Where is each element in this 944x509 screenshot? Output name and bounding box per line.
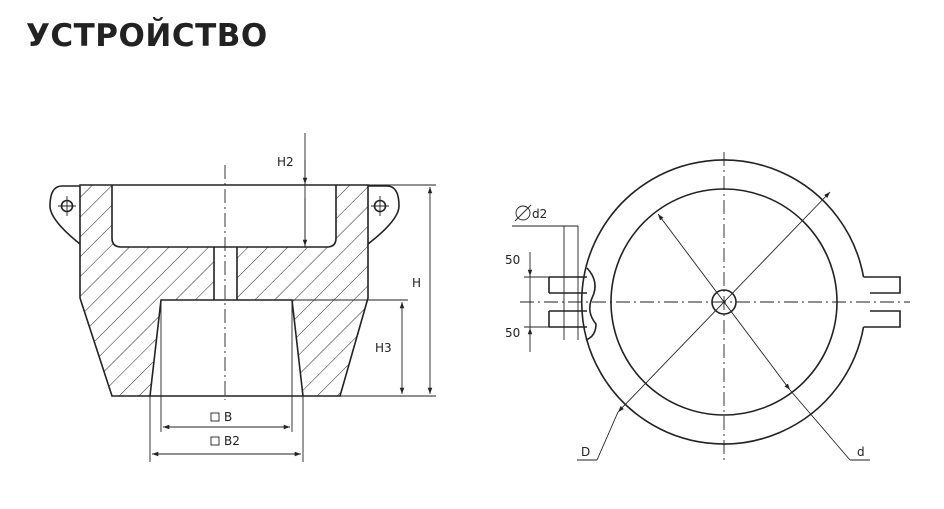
right-tab (863, 276, 901, 328)
right-lug (367, 185, 400, 245)
d-leader (789, 389, 851, 461)
diameter-icon (515, 205, 531, 221)
section-view: H2 H H3 B B2 (49, 133, 436, 462)
h3-label: H3 (375, 341, 392, 355)
left-slot (585, 267, 597, 341)
h-label: H (412, 276, 421, 290)
b2-label: B2 (224, 434, 240, 448)
big-d-leader (596, 411, 619, 461)
d2-label: d2 (532, 207, 547, 221)
left-lug (49, 185, 81, 245)
h2-label: H2 (277, 155, 294, 169)
b-label: B (224, 410, 232, 424)
page-title: УСТРОЙСТВО (26, 18, 268, 54)
big-d-dimension-line (617, 191, 831, 413)
hatched-body (79, 184, 369, 397)
dim-50-bottom-label: 50 (505, 326, 520, 340)
square-symbol-icon (210, 436, 220, 446)
d-label: d (857, 445, 865, 459)
square-symbol-icon (210, 412, 220, 422)
big-d-label: D (581, 445, 590, 459)
dim-50-top-label: 50 (505, 253, 520, 267)
plan-view: d2 50 50 d D (505, 152, 910, 461)
